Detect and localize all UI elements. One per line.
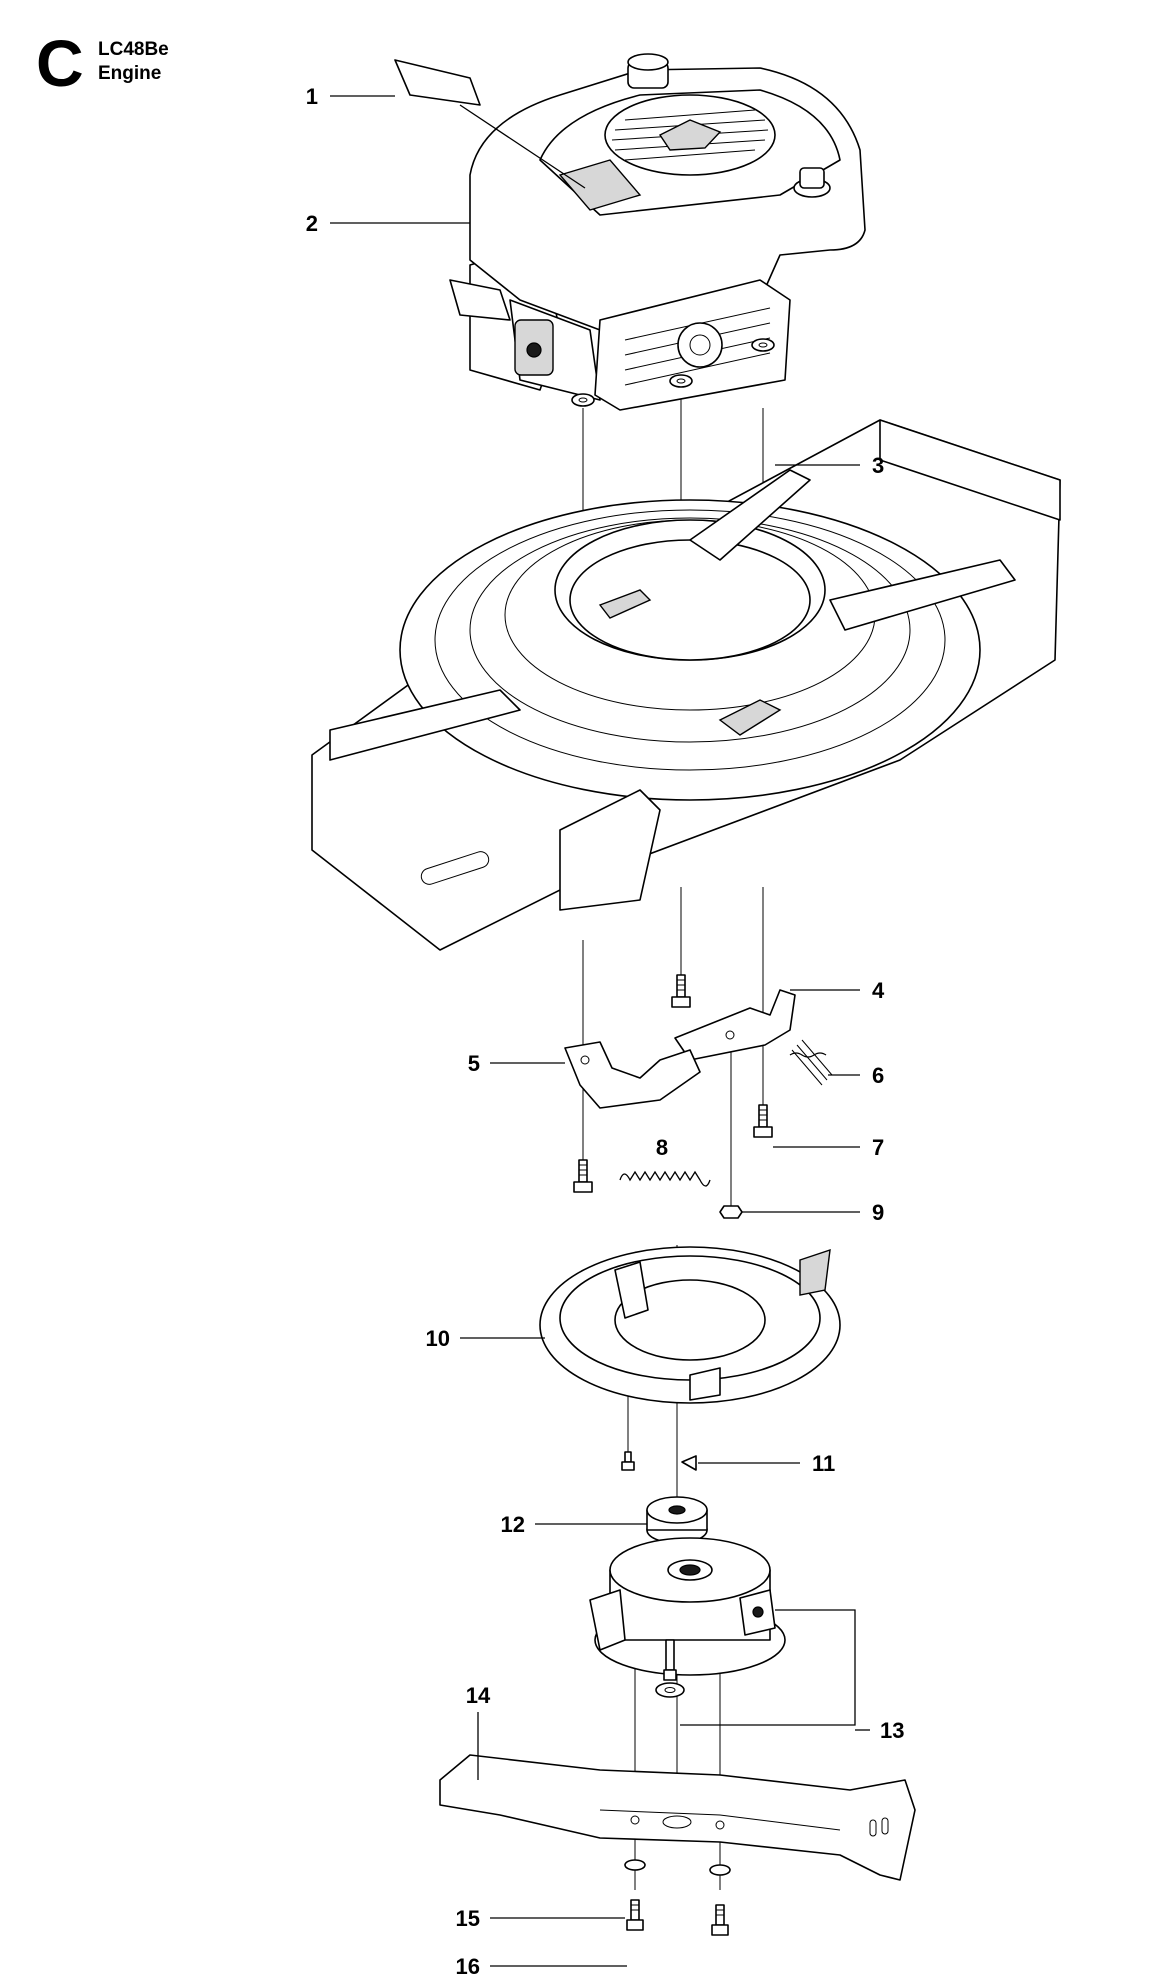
callout-15: 15	[456, 1906, 480, 1931]
brake-levers	[564, 989, 796, 1109]
screws	[573, 974, 773, 1219]
callout-3: 3	[872, 453, 884, 478]
blade-clutch	[589, 1537, 786, 1698]
callout-6: 6	[872, 1063, 884, 1088]
section-letter: C	[36, 26, 84, 100]
callout-13: 13	[880, 1718, 904, 1743]
section-title: Engine	[98, 62, 162, 84]
key-and-screw	[621, 1451, 697, 1471]
callout-5: 5	[468, 1051, 480, 1076]
callout-14: 14	[466, 1683, 491, 1708]
callout-10: 10	[426, 1326, 450, 1351]
washers	[571, 338, 775, 407]
springs	[619, 1039, 833, 1187]
callout-4: 4	[872, 978, 885, 1003]
callout-7: 7	[872, 1135, 884, 1160]
mower-blade	[439, 1754, 916, 1881]
model-name: LC48Be	[98, 39, 169, 60]
callout-2: 2	[306, 211, 318, 236]
label-decal	[394, 59, 481, 106]
callout-16: 16	[456, 1954, 480, 1979]
blade-bolts	[624, 1859, 731, 1936]
pulley	[646, 1496, 708, 1544]
model-block: LC48Be Engine	[98, 38, 169, 86]
callout-1: 1	[306, 84, 318, 109]
blade-housing	[539, 1246, 841, 1404]
leader-lines	[330, 95, 870, 1967]
callout-11: 11	[812, 1451, 835, 1476]
callout-9: 9	[872, 1200, 884, 1225]
mower-deck	[311, 419, 1061, 951]
engine-assembly	[449, 53, 866, 411]
callout-labels: 1 2 3 4 5 6 7 8 9 10 11 12 13 14 15 16	[306, 84, 905, 1979]
callout-12: 12	[501, 1512, 525, 1537]
callout-8: 8	[656, 1135, 668, 1160]
